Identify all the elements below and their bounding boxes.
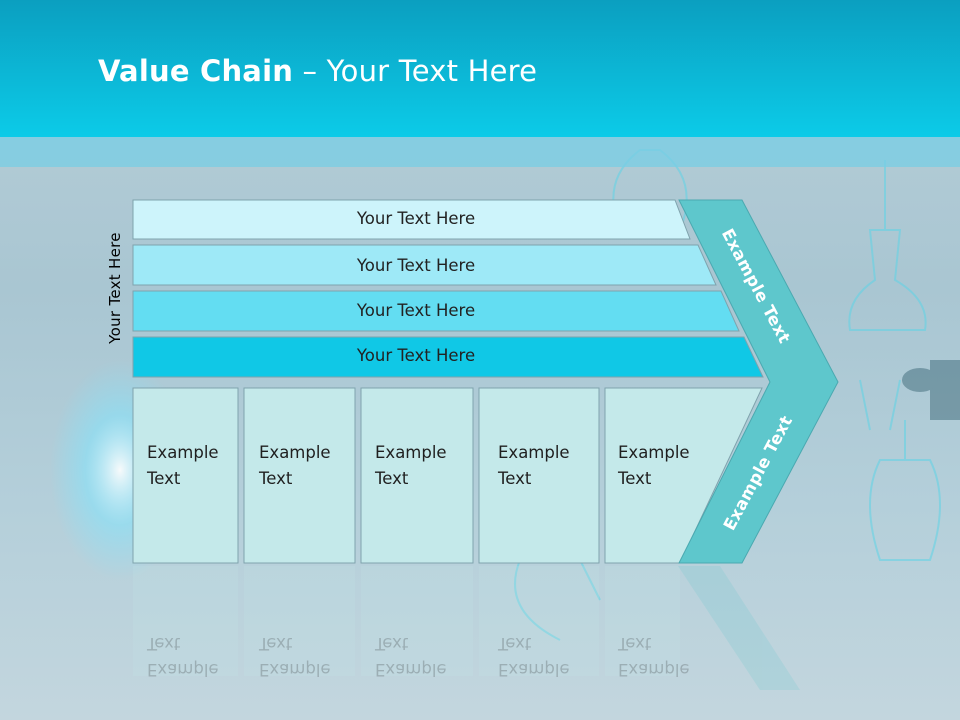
column-5-line1: Example [618,443,690,462]
header-bar [0,0,960,137]
column-4-box [478,387,600,564]
row-1-label: Your Text Here [356,209,476,228]
column-2-box [243,387,356,564]
column-5-reflection-line1: Example [618,660,690,679]
row-2-bar [132,244,717,286]
column-5-reflection: Example Text [618,630,690,682]
column-5-reflection-line2: Text [618,634,652,653]
column-3-reflection-line1: Example [375,660,447,679]
column-4-reflection: Example Text [498,630,570,682]
column-3-reflection-line2: Text [375,634,409,653]
column-4-reflection-line1: Example [498,660,570,679]
column-3-line1: Example [375,443,447,462]
row-3-label: Your Text Here [356,301,476,320]
column-4-line2: Text [498,469,532,488]
column-1-line2: Text [147,469,181,488]
row-1-bar [132,199,691,240]
column-4-line1: Example [498,443,570,462]
title-bold: Value Chain [98,54,294,88]
column-1-reflection-line2: Text [147,634,181,653]
row-3-bar [132,290,740,332]
column-5-line2: Text [618,469,652,488]
column-2-line1: Example [259,443,331,462]
reflection [133,566,800,690]
column-3-line2: Text [375,469,409,488]
chevron-arrow [678,199,839,564]
column-1-reflection-line1: Example [147,660,219,679]
column-1-reflection: Example Text [147,630,219,682]
page-title: Value Chain – Your Text Here [98,54,537,88]
header-band [0,137,960,167]
column-2-reflection: Example Text [259,630,331,682]
row-2-label: Your Text Here [356,256,476,275]
column-2-reflection-line2: Text [259,634,293,653]
column-1-line1: Example [147,443,219,462]
row-4-label: Your Text Here [356,346,476,365]
row-4-bar [132,336,764,378]
column-2-reflection-line1: Example [259,660,331,679]
column-3-reflection: Example Text [375,630,447,682]
title-rest: – Your Text Here [293,54,538,88]
column-4-reflection-line2: Text [498,634,532,653]
column-1-box [132,387,239,564]
column-3-box [360,387,474,564]
column-2-line2: Text [259,469,293,488]
